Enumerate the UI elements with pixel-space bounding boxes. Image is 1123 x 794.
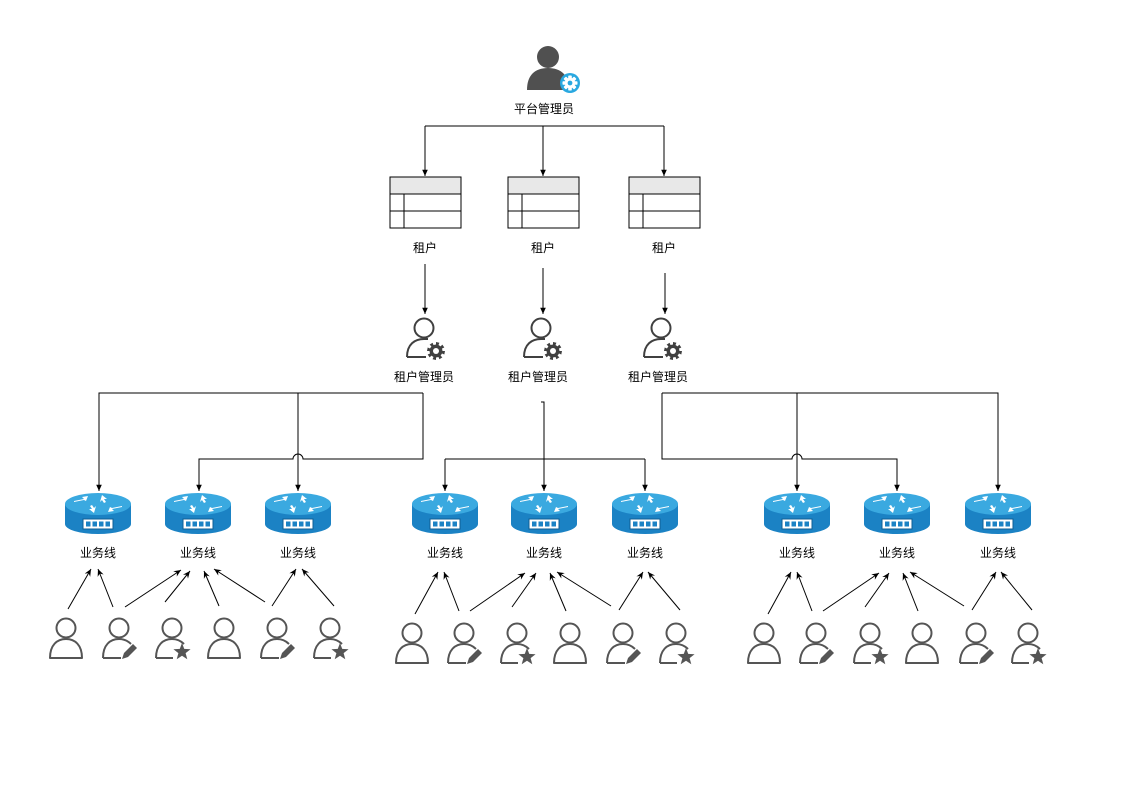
gear-icon [427,342,445,360]
user-icon [207,617,241,659]
star-icon [331,643,349,660]
star-icon [518,648,536,665]
business-line-label: 业务线 [980,545,1016,560]
user-edit-icon [799,622,834,664]
router-icon [864,493,930,534]
tenant-to-admin-edges [422,264,668,314]
tenant-table-1 [389,176,462,229]
router-icon [965,493,1031,534]
user-star-icon [500,622,536,665]
router-icon [412,493,478,534]
tenant-label-2: 租户 [531,240,555,255]
business-line-label: 业务线 [280,545,316,560]
router-icon [764,493,830,534]
user-icon [905,622,939,664]
tenant-label-1: 租户 [413,240,437,255]
gear-icon [560,73,580,93]
business-line-labels: 业务线 业务线 业务线 业务线 业务线 业务线 业务线 业务线 业务线 [80,545,1016,560]
business-line-label: 业务线 [80,545,116,560]
admin-to-business-line-edges [96,392,1001,491]
user-star-icon [853,622,889,665]
user-to-business-line-edges [67,568,1033,615]
gear-icon [664,342,682,360]
user-edit-icon [959,622,994,664]
platform-admin-label: 平台管理员 [514,101,574,116]
business-line-label: 业务线 [627,545,663,560]
tenant-label-3: 租户 [652,240,676,255]
user-star-icon [659,622,695,665]
user-icon [747,622,781,664]
business-line-label: 业务线 [526,545,562,560]
business-line-label: 业务线 [180,545,216,560]
star-icon [173,643,191,660]
router-icon [265,493,331,534]
tenant-admin-icon [523,317,562,360]
business-line-label: 业务线 [427,545,463,560]
user-icon [49,617,83,659]
pencil-icon [280,644,295,659]
business-line-label: 业务线 [779,545,815,560]
pencil-icon [122,644,137,659]
user-edit-icon [102,617,137,659]
user-star-icon [155,617,191,660]
tenant-admin-icon [406,317,445,360]
user-icons [49,617,1047,665]
tenant-admin-icon [643,317,682,360]
tenant-admin-label-2: 租户管理员 [508,369,568,384]
user-star-icon [313,617,349,660]
star-icon [677,648,695,665]
user-edit-icon [606,622,641,664]
router-icon [511,493,577,534]
business-line-label: 业务线 [879,545,915,560]
user-star-icon [1011,622,1047,665]
tenant-admins [406,317,682,360]
gear-icon [544,342,562,360]
tenant-table-3 [628,176,701,229]
business-line-routers [65,493,1031,534]
pencil-icon [819,649,834,664]
tenant-admin-label-1: 租户管理员 [394,369,454,384]
pencil-icon [979,649,994,664]
platform-admin-icon [527,46,580,93]
platform-admin: 平台管理员 [514,46,580,116]
pencil-icon [626,649,641,664]
user-icon [553,622,587,664]
tenant-admin-label-3: 租户管理员 [628,369,688,384]
router-icon [65,493,131,534]
user-edit-icon [447,622,482,664]
user-icon [395,622,429,664]
router-icon [612,493,678,534]
tenant-table-2 [507,176,580,229]
star-icon [871,648,889,665]
user-edit-icon [260,617,295,659]
star-icon [1029,648,1047,665]
pencil-icon [467,649,482,664]
router-icon [165,493,231,534]
platform-to-tenant-edges [422,125,667,176]
